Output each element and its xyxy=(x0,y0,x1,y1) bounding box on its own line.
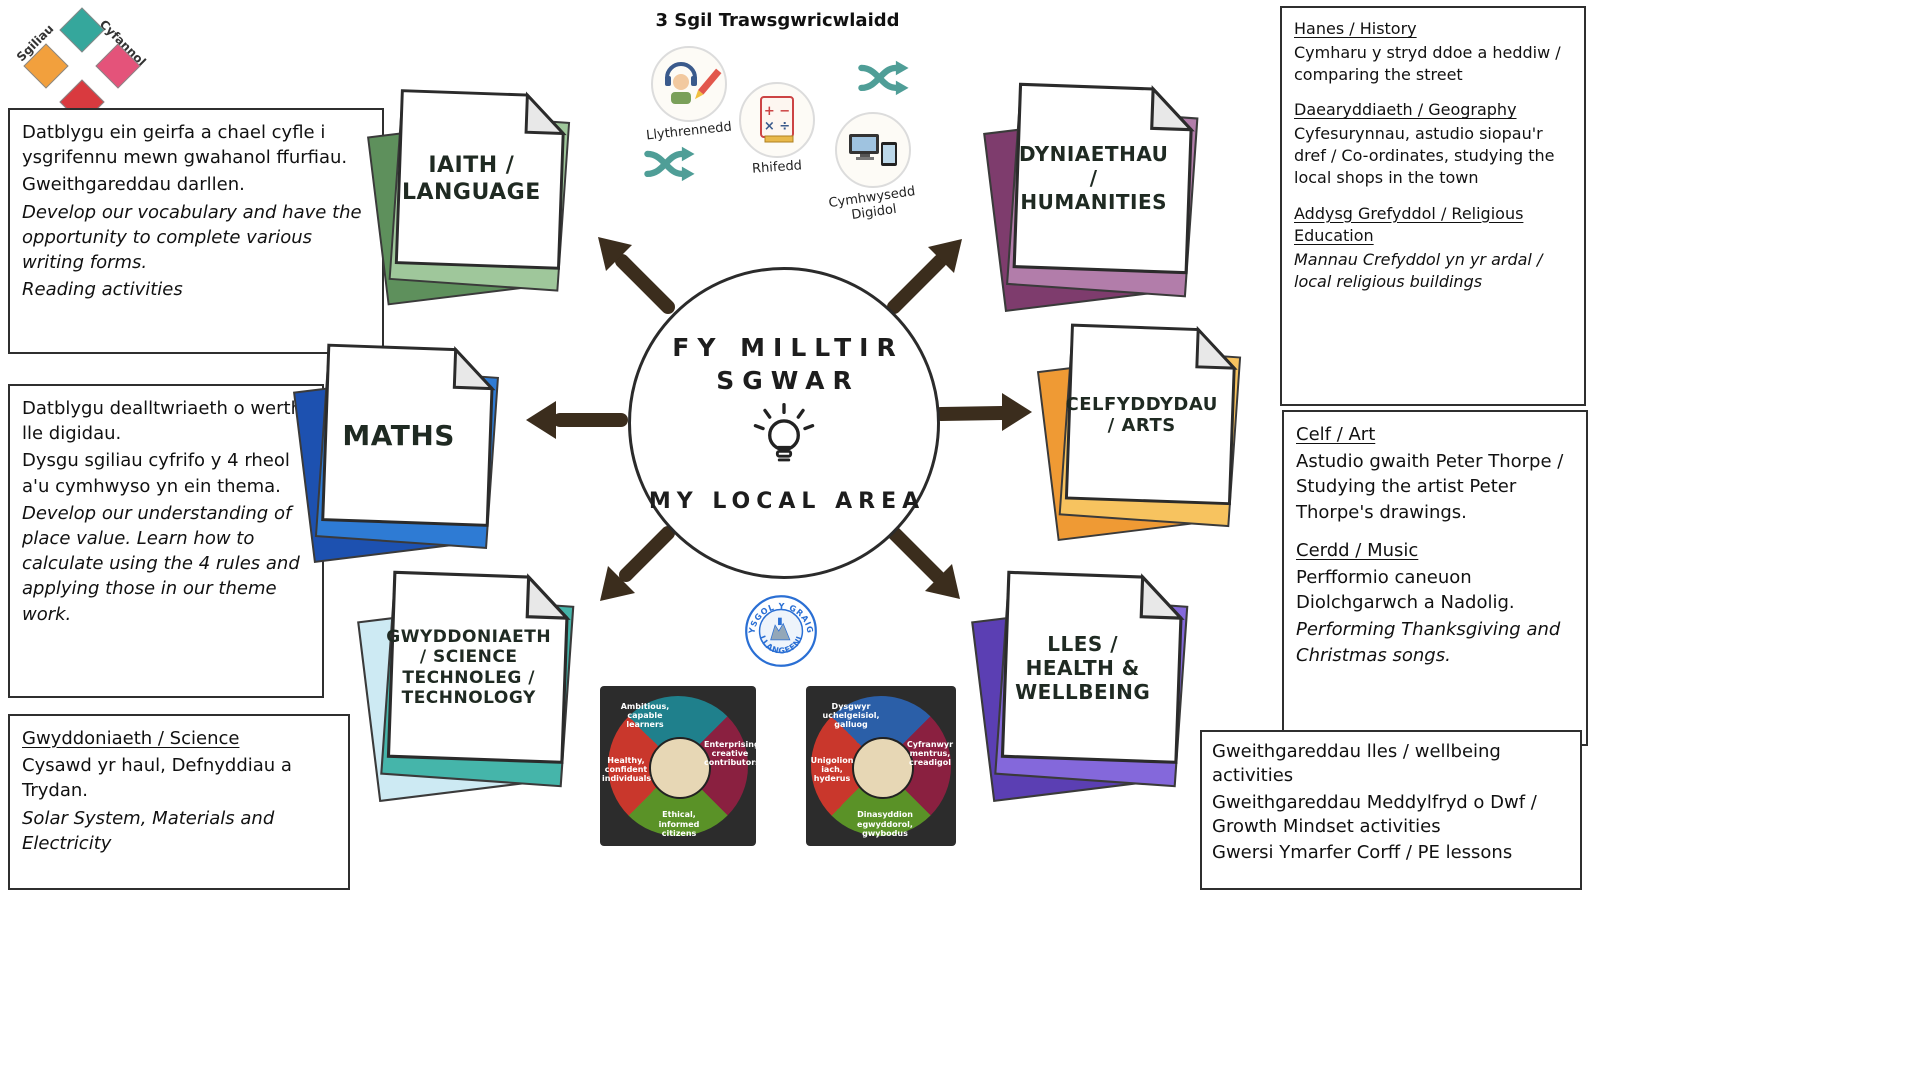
note-title: DYNIAETHAU / HUMANITIES xyxy=(1018,142,1169,215)
text-line: Develop our vocabulary and have the oppo… xyxy=(22,201,362,273)
wheel-centre-image xyxy=(852,737,914,799)
skill-label: Rhifedd xyxy=(751,158,803,177)
note-title: CELFYDDYDAU / ARTS xyxy=(1065,393,1218,437)
skill-digital: Cymhwysedd Digidol xyxy=(828,112,918,223)
textbox-language-activities: Datblygu ein geirfa a chael cyfle i ysgr… xyxy=(8,108,384,354)
text-line: Gwersi Ymarfer Corff / PE lessons xyxy=(1212,842,1513,864)
purpose-label: Healthy, confident individuals xyxy=(602,756,652,784)
central-topic-circle: FY MILLTIR SGWAR MY LOCAL AREA xyxy=(628,267,940,579)
note-health-wellbeing: LLES / HEALTH & WELLBEING xyxy=(970,560,1200,810)
school-logo: YSGOL Y GRAIG LLANGEFNI xyxy=(745,595,817,667)
arrow-to-science xyxy=(600,526,675,601)
note-title: MATHS xyxy=(342,419,455,453)
skills-title: 3 Sgil Trawsgwricwlaidd xyxy=(655,10,900,31)
text-line: Gweithgareddau darllen. xyxy=(22,174,245,196)
skill-numeracy: + − × ÷ Rhifedd xyxy=(732,82,822,177)
text-line: Daearyddiaeth / Geography xyxy=(1294,100,1517,120)
numeracy-icon: + − × ÷ xyxy=(739,82,815,158)
text-line: Cerdd / Music xyxy=(1296,539,1419,561)
text-line: Gweithgareddau Meddylfryd o Dwf / Growth… xyxy=(1212,791,1537,837)
logo-diamond xyxy=(59,7,105,53)
sticky-note-graphic xyxy=(983,82,1199,313)
text-line: Solar System, Materials and Electricity xyxy=(22,807,275,854)
four-purposes-wheel-welsh: Dysgwyr uchelgeisiol, galluog Cyfranwyr … xyxy=(806,686,956,846)
purpose-label: Cyfranwyr mentrus, creadigol xyxy=(906,740,954,768)
text-line: Dysgu sgiliau cyfrifo y 4 rheol a'u cymh… xyxy=(22,450,290,497)
text-line: Datblygu ein geirfa a chael cyfle i ysgr… xyxy=(22,122,348,169)
wheel-centre-image xyxy=(649,737,711,799)
note-maths: MATHS xyxy=(286,338,516,566)
text-line: Gwyddoniaeth / Science xyxy=(22,728,240,749)
textbox-maths-activities: Datblygu dealltwriaeth o werth lle digid… xyxy=(8,384,324,698)
text-line: Cysawd yr haul, Defnyddiau a Trydan. xyxy=(22,755,292,802)
arrow-to-wellbeing xyxy=(887,526,960,599)
purpose-label: Ambitious, capable learners xyxy=(620,702,670,730)
text-line: Reading activities xyxy=(22,279,183,301)
literacy-icon xyxy=(651,46,727,122)
svg-text:+ −: + − xyxy=(764,104,790,119)
note-title: LLES / HEALTH & WELLBEING xyxy=(1015,631,1151,704)
text-line: Cymharu y stryd ddoe a heddiw / comparin… xyxy=(1294,43,1561,85)
text-line: Addysg Grefyddol / Religious Education xyxy=(1294,203,1524,245)
skill-label: Cymhwysedd Digidol xyxy=(827,184,917,224)
central-title-welsh: SGWAR xyxy=(716,365,860,395)
purpose-label: Dinasyddion egwyddorol, gwybodus xyxy=(857,810,913,838)
skill-literacy: Llythrennedd xyxy=(644,46,734,143)
arrow-to-arts xyxy=(934,393,1032,431)
note-language: IAITH / LANGUAGE xyxy=(366,80,581,312)
sticky-note-graphic xyxy=(971,570,1189,803)
swap-arrows-icon xyxy=(642,134,700,192)
note-science-technology: GWYDDONIAETH / SCIENCE TECHNOLEG / TECHN… xyxy=(356,562,586,808)
purpose-label: Ethical, informed citizens xyxy=(658,810,700,838)
arrow-to-humanities xyxy=(887,239,962,314)
text-line: Cyfesurynnau, astudio siopau'r dref / Co… xyxy=(1294,124,1555,188)
cross-curricular-skills-panel: 3 Sgil Trawsgwricwlaidd Llythrennedd xyxy=(630,4,925,223)
note-title: GWYDDONIAETH / SCIENCE TECHNOLEG / TECHN… xyxy=(386,626,552,709)
purpose-label: Enterprising, creative contributors xyxy=(704,740,756,768)
swap-arrows-icon xyxy=(856,48,914,106)
svg-text:× ÷: × ÷ xyxy=(764,119,790,134)
text-line: Astudio gwaith Peter Thorpe / Studying t… xyxy=(1296,451,1564,523)
textbox-wellbeing-activities: Gweithgareddau lles / wellbeing activiti… xyxy=(1200,730,1582,890)
note-title: IAITH / LANGUAGE xyxy=(401,153,541,205)
text-line: Perfformio caneuon Diolchgarwch a Nadoli… xyxy=(1296,566,1515,614)
sticky-note-graphic xyxy=(1036,323,1242,542)
text-line: Datblygu dealltwriaeth o werth lle digid… xyxy=(22,398,302,445)
sticky-note-graphic xyxy=(292,343,499,563)
text-line: Gweithgareddau lles / wellbeing activiti… xyxy=(1212,741,1501,787)
text-line: Celf / Art xyxy=(1296,424,1376,445)
arrow-to-maths xyxy=(526,401,628,439)
text-line: Performing Thanksgiving and Christmas so… xyxy=(1296,619,1561,666)
arrow-to-language xyxy=(598,237,675,314)
sticky-note-graphic xyxy=(357,570,575,803)
purpose-label: Dysgwyr uchelgeisiol, galluog xyxy=(822,702,880,730)
text-line: Hanes / History xyxy=(1294,19,1417,38)
text-line: Develop our understanding of place value… xyxy=(22,502,300,625)
central-title-welsh: FY MILLTIR xyxy=(672,332,904,362)
note-humanities: DYNIAETHAU / HUMANITIES xyxy=(982,70,1210,322)
digital-competence-icon xyxy=(835,112,911,188)
purpose-label: Unigolion iach, hyderus xyxy=(810,756,854,784)
text-line: Mannau Crefyddol yn yr ardal / local rel… xyxy=(1294,249,1543,291)
four-purposes-wheel-english: Ambitious, capable learners Enterprising… xyxy=(600,686,756,846)
note-arts: CELFYDDYDAU / ARTS xyxy=(1028,318,1260,544)
lightbulb-icon xyxy=(753,402,815,461)
central-title-english: MY LOCAL AREA xyxy=(648,488,926,514)
sticky-note-graphic xyxy=(367,89,571,306)
